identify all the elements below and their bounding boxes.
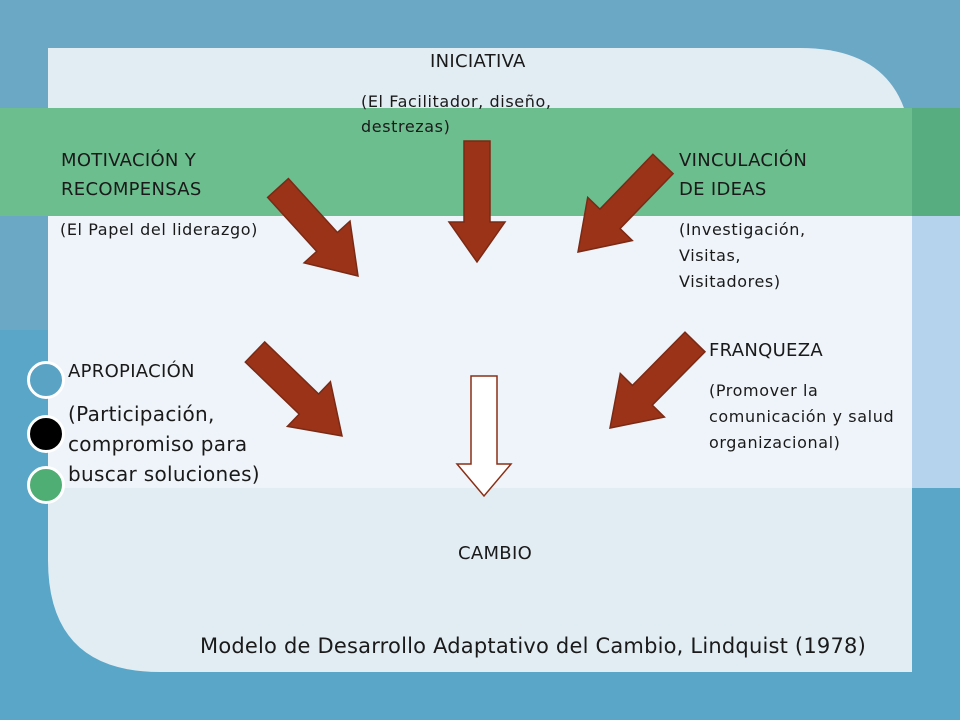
green-band-right-edge xyxy=(912,108,960,216)
cambio-label: CAMBIO xyxy=(458,543,533,564)
vinculacion-sub-2: Visitas, xyxy=(679,246,742,265)
franqueza-title: FRANQUEZA xyxy=(709,340,823,361)
bullet-dot-blue xyxy=(27,361,65,399)
franqueza-sub-1: (Promover la xyxy=(709,381,819,400)
iniciativa-title: INICIATIVA xyxy=(430,51,526,72)
apropiacion-sub-1: (Participación, xyxy=(68,402,215,426)
vinculacion-title-1: VINCULACIÓN xyxy=(679,150,808,171)
vinculacion-sub-3: Visitadores) xyxy=(679,272,781,291)
franqueza-sub-3: organizacional) xyxy=(709,433,841,452)
motivacion-title-1: MOTIVACIÓN Y xyxy=(61,150,196,171)
franqueza-sub-2: comunicación y salud xyxy=(709,407,895,426)
motivacion-sub: (El Papel del liderazgo) xyxy=(60,220,258,239)
vinculacion-sub-1: (Investigación, xyxy=(679,220,806,239)
apropiacion-sub-3: buscar soluciones) xyxy=(68,462,260,486)
iniciativa-sub-1: (El Facilitador, diseño, xyxy=(361,92,552,111)
bullet-dot-green xyxy=(27,466,65,504)
blue-right-strip xyxy=(912,216,960,488)
vinculacion-title-2: DE IDEAS xyxy=(679,179,767,200)
iniciativa-sub-2: destrezas) xyxy=(361,117,451,136)
bullet-dot-black xyxy=(27,415,65,453)
apropiacion-title: APROPIACIÓN xyxy=(68,361,195,382)
apropiacion-sub-2: compromiso para xyxy=(68,432,248,456)
slide-caption: Modelo de Desarrollo Adaptativo del Camb… xyxy=(200,634,866,658)
motivacion-title-2: RECOMPENSAS xyxy=(61,179,202,200)
